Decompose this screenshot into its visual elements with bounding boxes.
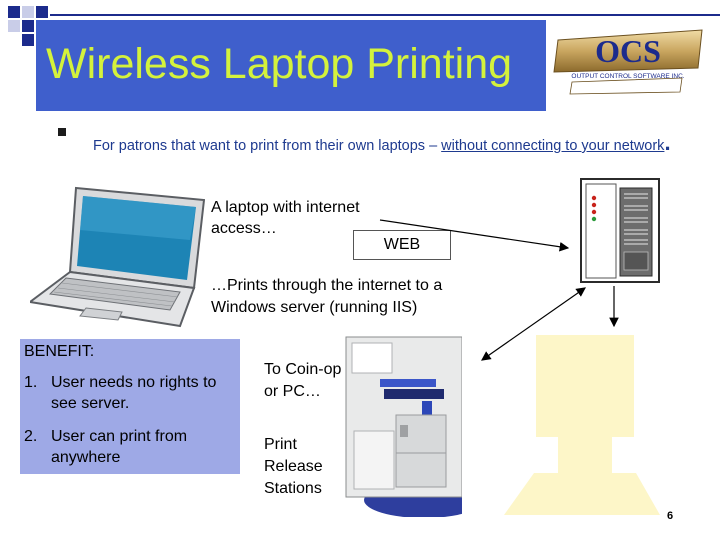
copier-image — [344, 335, 462, 517]
release-station-image — [498, 333, 668, 519]
corner-square-1 — [8, 6, 20, 18]
benefit-list: 1. User needs no rights to see server. 2… — [24, 372, 236, 480]
web-label: WEB — [353, 230, 451, 260]
benefit-item-text: User can print from anywhere — [51, 426, 236, 468]
corner-square-3 — [36, 6, 48, 18]
benefit-item: 1. User needs no rights to see server. — [24, 372, 236, 414]
bullet-end: . — [664, 130, 670, 155]
bullet-link[interactable]: without connecting to your network — [441, 138, 664, 154]
benefit-heading: BENEFIT: — [24, 343, 94, 361]
ocs-logo: OCS OUTPUT CONTROL SOFTWARE INC. — [552, 26, 704, 96]
bullet-marker — [58, 128, 66, 136]
logo-text: OCS — [595, 33, 661, 69]
server-rack-image — [580, 178, 660, 283]
corner-square-4 — [8, 20, 20, 32]
benefit-item: 2. User can print from anywhere — [24, 426, 236, 468]
page-number: 6 — [667, 510, 673, 522]
benefit-item-number: 2. — [24, 426, 51, 468]
bullet-text: For patrons that want to print from thei… — [93, 124, 683, 165]
coin-op-label: To Coin-op or PC… — [264, 359, 344, 403]
corner-square-7 — [22, 34, 34, 46]
top-rule — [50, 14, 720, 16]
slide-title: Wireless Laptop Printing — [46, 40, 512, 89]
laptop-image — [30, 180, 205, 328]
bullet-plain: For patrons that want to print from thei… — [93, 138, 441, 154]
corner-square-5 — [22, 20, 34, 32]
release-stations-label: Print Release Stations — [264, 434, 344, 500]
corner-square-2 — [22, 6, 34, 18]
server-caption: …Prints through the internet to a Window… — [211, 275, 511, 319]
benefit-item-text: User needs no rights to see server. — [51, 372, 236, 414]
benefit-item-number: 1. — [24, 372, 51, 414]
